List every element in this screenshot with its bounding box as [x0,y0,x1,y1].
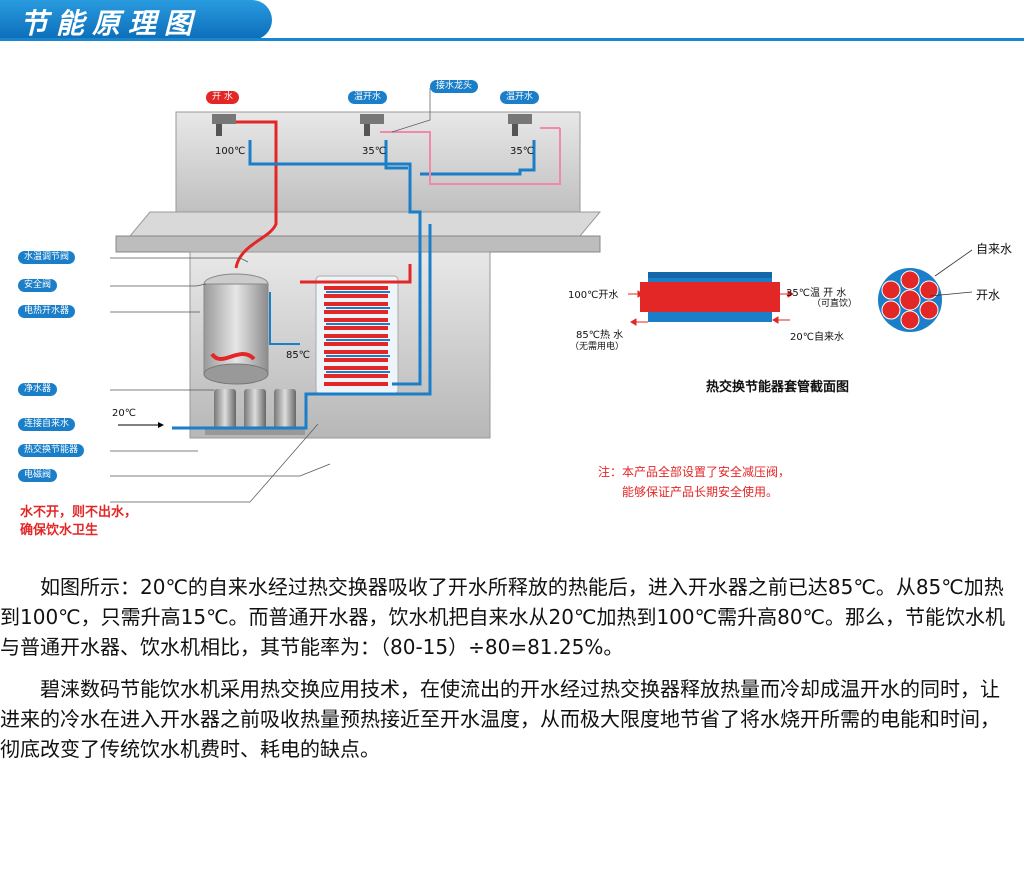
warning-line-1: 水不开，则不出水， [20,505,138,520]
tap-label-hot: 开 水 [206,91,239,104]
page-header: 节能原理图 [0,0,1024,44]
tap-label-warm-2: 温开水 [500,91,540,104]
exchanger-right-out: 35℃温 开 水 [786,288,847,299]
header-rule [0,38,1024,41]
energy-saving-diagram: 开 水 温开水 接水龙头 温开水 100℃ 35℃ 35℃ 水温调节阀 安全阀 … [0,44,1024,564]
tank-temp: 85℃ [286,350,310,361]
tap-temp-hot: 100℃ [215,146,246,157]
exchanger-right-out-sub: （可直饮） [812,299,858,309]
exchanger-left-out: 85℃热 水 [576,330,624,341]
notice-line-1: 注：本产品全部设置了安全减压阀， [598,465,791,479]
faucet-warm-1 [360,114,384,136]
tap-temp-warm-2: 35℃ [510,146,534,157]
explanation-text: 如图所示：20℃的自来水经过热交换器吸收了开水所释放的热能后，进入开水器之前已达… [0,572,1010,776]
tap-temp-warm-1: 35℃ [362,146,386,157]
exchanger-right-in: 20℃自来水 [790,332,844,343]
inlet-temp: 20℃ [112,408,136,419]
cross-label-boiling-water: 开水 [976,288,1001,302]
label-electric-boiler: 电热开水器 [18,305,76,318]
exchanger-caption: 热交换节能器套管截面图 [706,380,850,395]
label-temp-valve: 水温调节阀 [18,251,76,264]
hygiene-warning: 水不开，则不出水， 确保饮水卫生 [20,504,137,540]
tap-callout: 接水龙头 [430,80,479,93]
paragraph-1: 如图所示：20℃的自来水经过热交换器吸收了开水所释放的热能后，进入开水器之前已达… [0,575,1005,659]
notice-line-2: 能够保证产品长期安全使用。 [622,485,779,499]
exchanger-pipe [640,272,780,322]
warning-line-2: 确保饮水卫生 [20,523,99,538]
faucet-hot [212,114,236,136]
exchanger-coil [324,286,390,386]
label-safety-valve: 安全阀 [18,279,58,292]
tap-label-warm-1: 温开水 [348,91,388,104]
cross-label-tap-water: 自来水 [976,242,1013,256]
exchanger-left-in: 100℃开水 [568,290,619,301]
faucet-warm-2 [508,114,532,136]
cross-section [878,249,973,332]
page-title: 节能原理图 [20,7,201,40]
label-heat-exchanger: 热交换节能器 [18,444,85,457]
paragraph-2: 碧涞数码节能饮水机采用热交换应用技术，在使流出的开水经过热交换器释放热量而冷却成… [0,677,1000,761]
machine-illustration [110,88,973,503]
label-solenoid-valve: 电磁阀 [18,469,58,482]
exchanger-left-out-sub: （无需用电） [570,342,625,352]
label-tap-water: 连接自来水 [18,418,76,431]
header-banner [0,0,272,40]
label-purifier: 净水器 [18,383,58,396]
safety-notice: 注：本产品全部设置了安全减压阀， 能够保证产品长期安全使用。 [598,462,790,502]
